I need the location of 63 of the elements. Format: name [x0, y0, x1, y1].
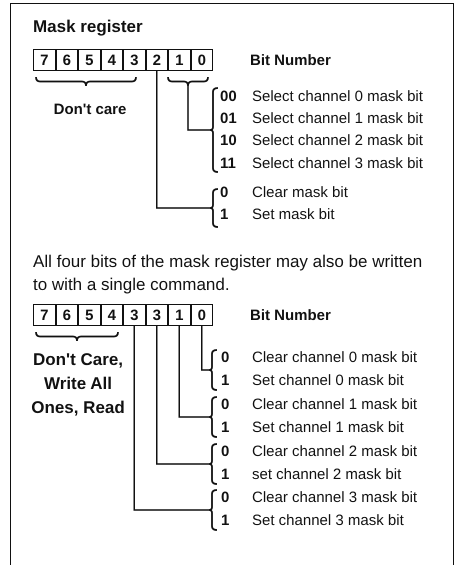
bit-value: 1 — [221, 419, 230, 436]
note-text: All four bits of the mask register may also be written to with a single command. — [33, 251, 424, 296]
bit-value: 1 — [221, 512, 230, 529]
bit-description: Select channel 0 mask bit — [252, 88, 423, 105]
bracket — [209, 397, 217, 437]
bit-value: 0 — [221, 396, 230, 413]
column-heading: Bit Number — [250, 307, 331, 324]
bit-cell: 1 — [168, 304, 190, 326]
bit-description: Select channel 2 mask bit — [252, 132, 423, 149]
brace — [168, 77, 208, 86]
leader-line — [156, 326, 209, 465]
bit-value: 0 — [221, 489, 230, 506]
bit-description: Set channel 0 mask bit — [252, 372, 404, 389]
bit-cell: 7 — [33, 304, 56, 326]
column-heading: Bit Number — [250, 52, 331, 69]
bit-description: Set mask bit — [252, 206, 335, 223]
bit-cell: 3 — [146, 304, 168, 326]
bit-cell: 3 — [123, 49, 146, 71]
bit-description: Clear channel 2 mask bit — [252, 443, 418, 460]
bit-description: Clear mask bit — [252, 184, 348, 201]
bracket — [209, 350, 217, 390]
leader-line — [201, 326, 209, 371]
leader-line — [134, 326, 209, 511]
bit-cell: 6 — [56, 304, 78, 326]
bit-value: 10 — [220, 132, 237, 149]
bit-description: Select channel 3 mask bit — [252, 155, 423, 172]
bit-group-note: Don't Care, Write All Ones, Read — [30, 349, 126, 419]
bit-description: Clear channel 1 mask bit — [252, 396, 418, 413]
bit-cell: 1 — [168, 49, 190, 71]
bit-description: set channel 2 mask bit — [252, 466, 402, 483]
bit-cell: 5 — [78, 49, 100, 71]
bracket — [210, 88, 218, 172]
bit-value: 1 — [220, 206, 228, 223]
bit-cell: 4 — [100, 304, 123, 326]
bit-description: Clear channel 3 mask bit — [252, 489, 418, 506]
bit-cell: 3 — [123, 304, 146, 326]
bit-cell: 0 — [190, 49, 213, 71]
leader-line — [178, 326, 209, 418]
leader-line — [187, 86, 210, 131]
bit-cell: 7 — [33, 49, 56, 71]
bit-value: 11 — [220, 155, 236, 172]
bit-cell: 4 — [100, 49, 123, 71]
bit-description: Set channel 3 mask bit — [252, 512, 404, 529]
leader-line — [156, 71, 210, 209]
bit-value: 1 — [221, 372, 230, 389]
bit-value: 00 — [220, 88, 237, 105]
bit-cell: 5 — [78, 304, 100, 326]
bracket — [210, 189, 218, 227]
bit-group-note: Don't care — [52, 101, 128, 118]
bit-description: Select channel 1 mask bit — [252, 110, 423, 127]
bit-description: Clear channel 0 mask bit — [252, 349, 418, 366]
bit-value: 0 — [221, 349, 230, 366]
bit-value: 1 — [221, 466, 230, 483]
title: Mask register — [33, 17, 143, 37]
bit-value: 01 — [220, 110, 237, 127]
bit-cell: 6 — [56, 49, 78, 71]
bit-description: Set channel 1 mask bit — [252, 419, 404, 436]
bit-value: 0 — [221, 443, 230, 460]
bit-cell: 2 — [146, 49, 168, 71]
bracket — [209, 490, 217, 530]
bracket — [209, 444, 217, 484]
bit-cell: 0 — [190, 304, 213, 326]
bit-value: 0 — [220, 184, 228, 201]
